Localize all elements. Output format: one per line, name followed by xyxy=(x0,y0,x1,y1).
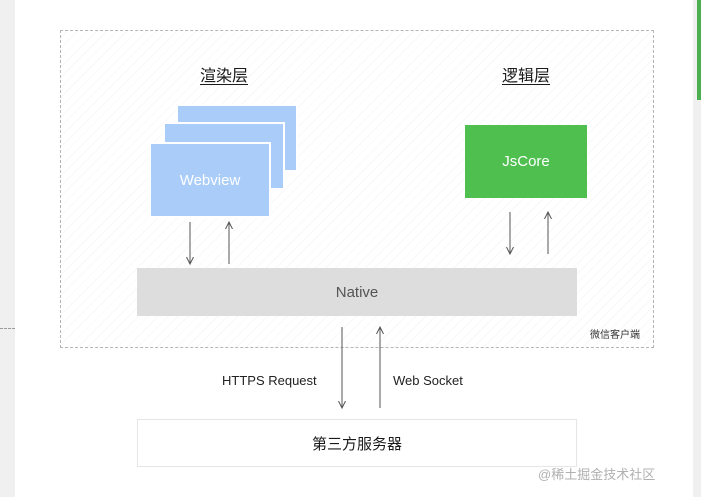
logic-layer-title: 逻辑层 xyxy=(502,68,551,85)
left-edge-divider xyxy=(0,328,15,329)
right-edge-accent xyxy=(697,0,701,100)
web-socket-label: Web Socket xyxy=(393,373,463,388)
https-request-label: HTTPS Request xyxy=(222,373,317,388)
jscore-label: JsCore xyxy=(502,153,550,170)
native-label: Native xyxy=(335,283,379,301)
third-party-server-box: 第三方服务器 xyxy=(137,419,577,467)
third-party-server-label: 第三方服务器 xyxy=(311,435,402,453)
webview-card: Webview xyxy=(149,142,271,218)
webview-label: Webview xyxy=(179,171,241,189)
render-layer-title: 渲染层 xyxy=(200,68,249,85)
wechat-client-label: 微信客户端 xyxy=(590,330,640,341)
jscore-box: JsCore xyxy=(465,125,587,198)
native-bar: Native xyxy=(137,268,577,316)
watermark: @稀土掘金技术社区 xyxy=(538,467,656,482)
